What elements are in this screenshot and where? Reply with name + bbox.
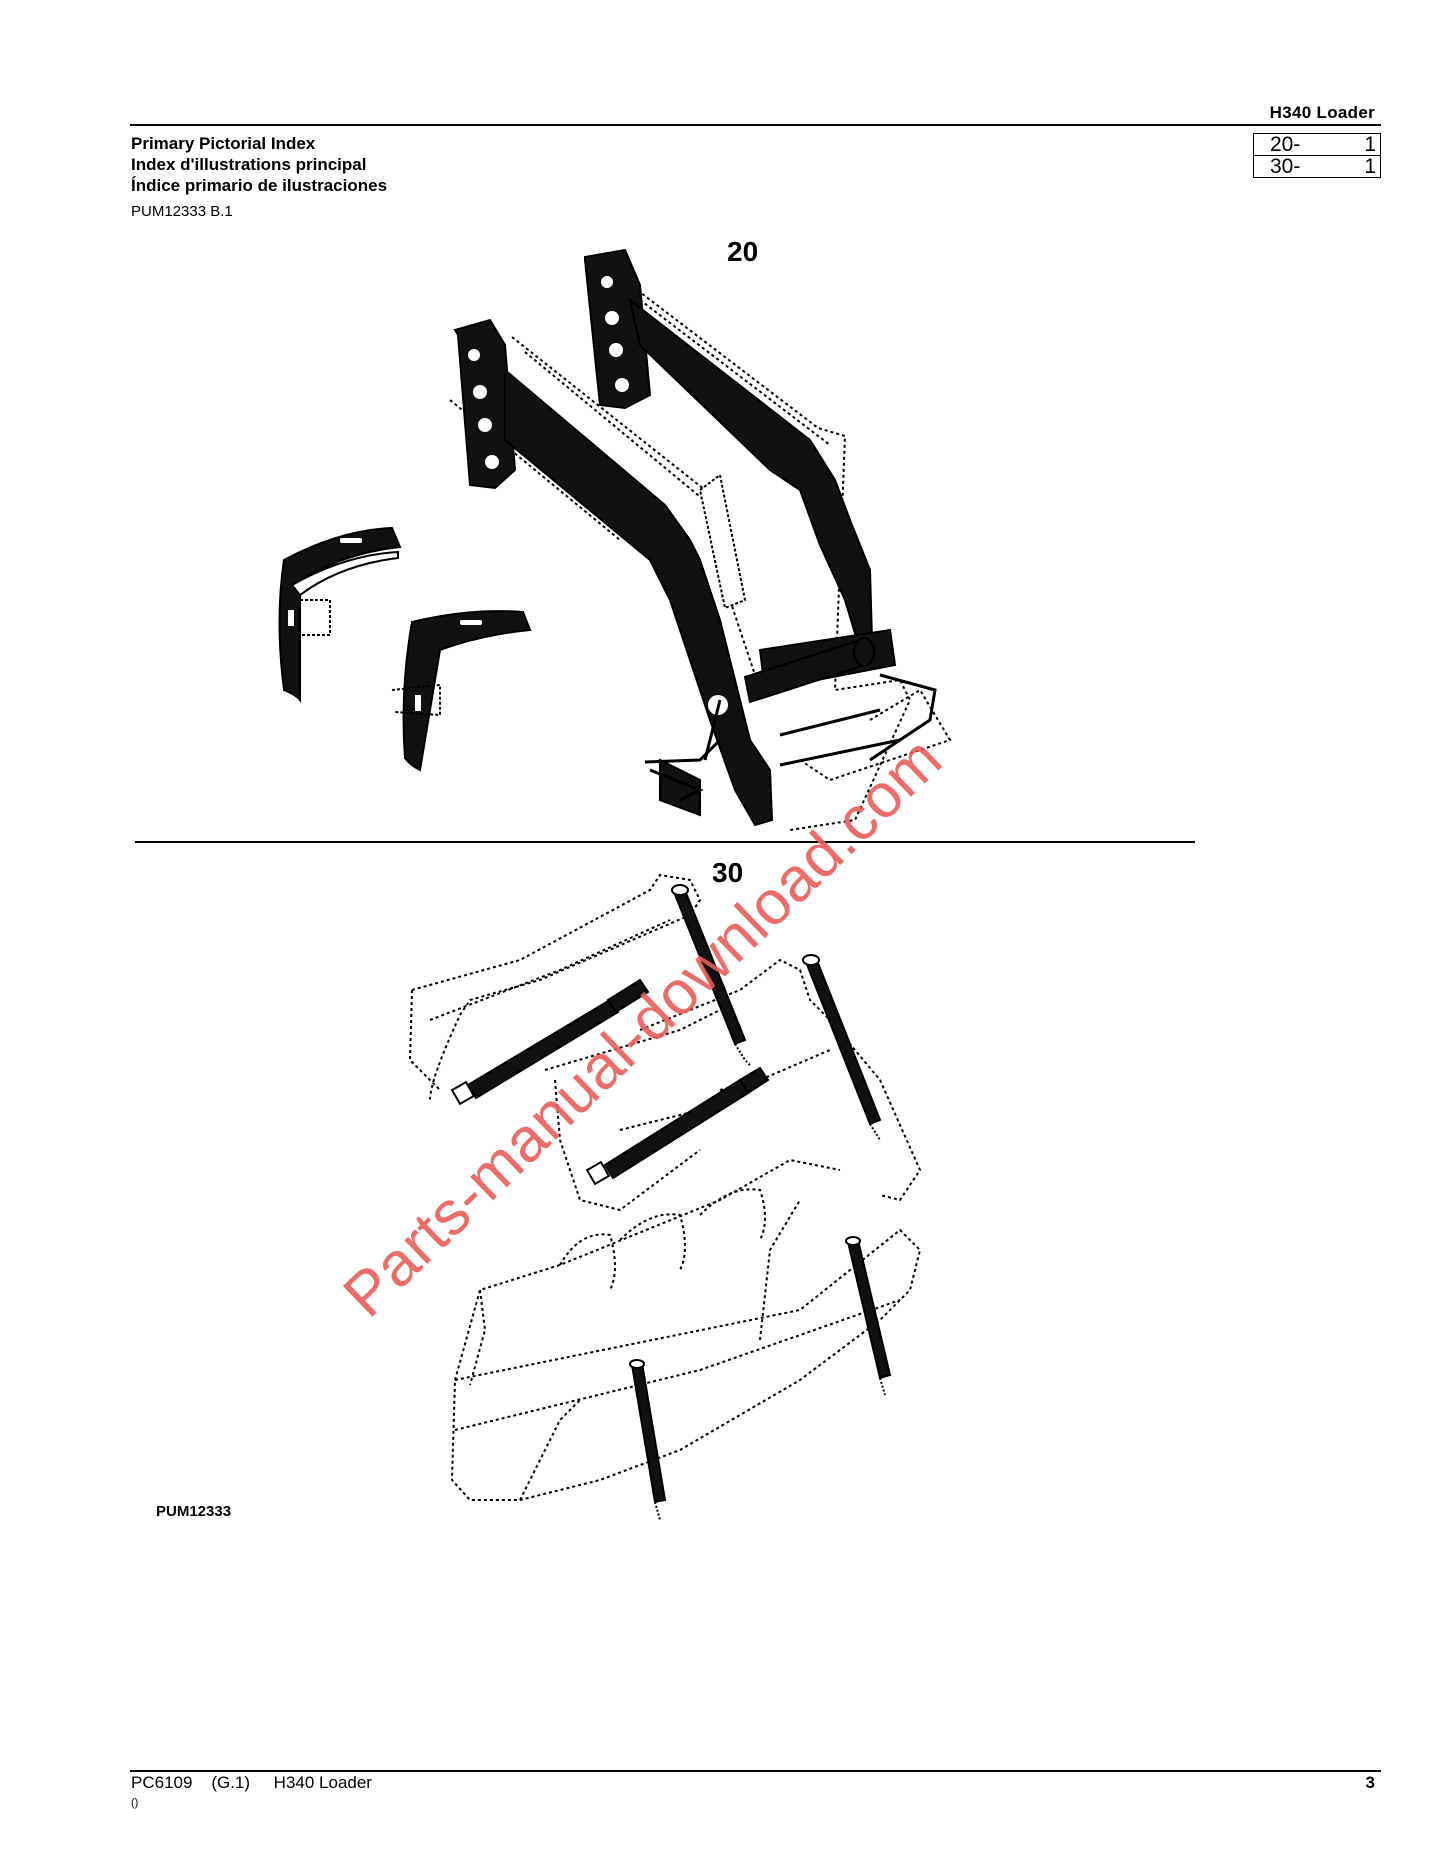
reference-code: PUM12333 B.1 [131, 203, 233, 220]
index-group: 20- [1270, 133, 1301, 156]
figure-divider [135, 841, 1195, 843]
title-spanish: Índice primario de ilustraciones [131, 176, 388, 195]
page-number: 3 [1365, 1773, 1375, 1792]
product-title: H340 Loader [1269, 103, 1375, 122]
index-page: 1 [1364, 133, 1376, 156]
index-page: 1 [1364, 155, 1376, 178]
title-french: Index d'illustrations principal [131, 155, 367, 174]
index-box: 20- 1 30- 1 [1253, 133, 1381, 178]
figure-label-20: 20 [727, 236, 759, 267]
footer-text: PC6109 (G.1) H340 Loader [131, 1773, 372, 1792]
title-english: Primary Pictorial Index [131, 134, 316, 153]
title-block: Primary Pictorial Index Index d'illustra… [131, 133, 387, 196]
header-rule [130, 124, 1381, 126]
index-row: 30- 1 [1254, 155, 1380, 177]
figure-label-30: 30 [712, 857, 744, 888]
index-group: 30- [1270, 155, 1301, 178]
footer-sub: () [131, 1797, 139, 1809]
illustration-id: PUM12333 [156, 1503, 232, 1520]
index-row: 20- 1 [1254, 134, 1380, 155]
footer-rule [130, 1770, 1381, 1772]
